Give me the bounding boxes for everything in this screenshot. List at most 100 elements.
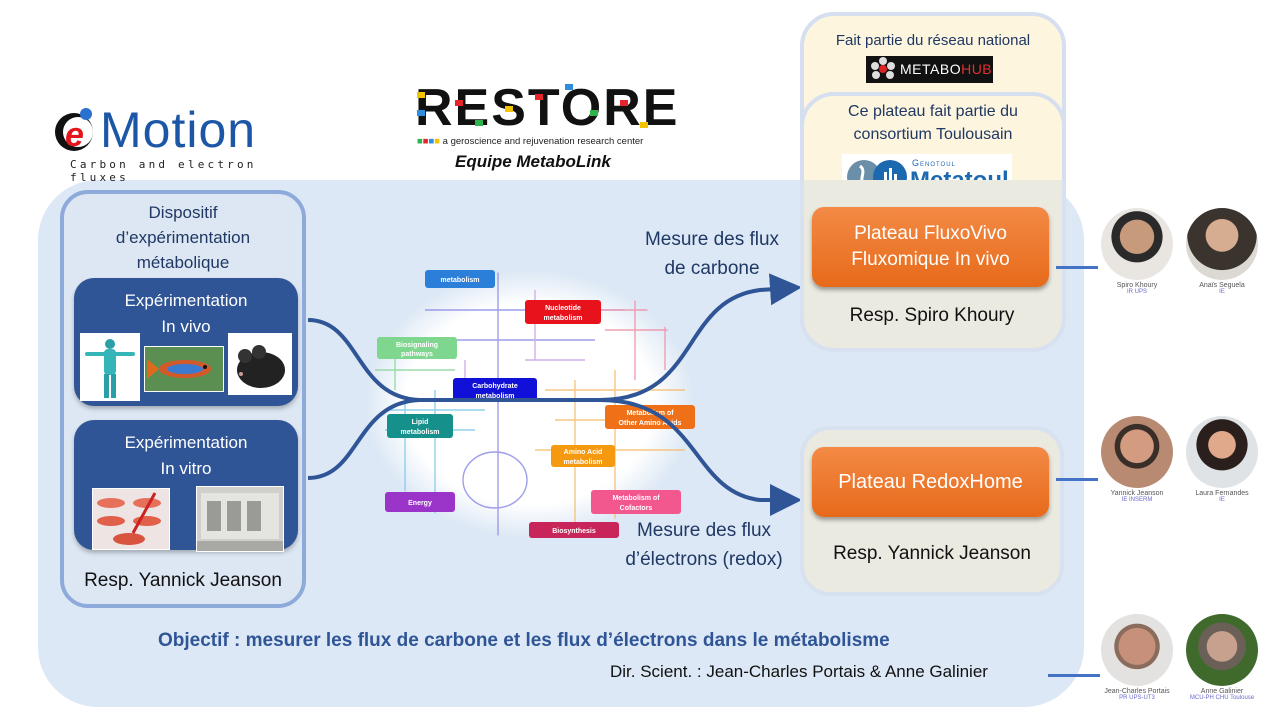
- fluxovivo-team-connector: [1056, 266, 1098, 269]
- map-label-amino-acid: Amino Acid metabolism: [551, 445, 615, 467]
- experimentation-panel: Dispositif d’expérimentation métabolique…: [60, 190, 306, 608]
- fluxovivo-plateau-button[interactable]: Plateau FluxoVivo Fluxomique In vivo: [812, 207, 1049, 287]
- consortium-title: Ce plateau fait partie du consortium Tou…: [804, 100, 1062, 146]
- metabohub-logo: METABOHUB: [866, 56, 993, 83]
- title-line-1: Dispositif: [148, 203, 218, 222]
- petri-dishes-image: [92, 488, 170, 550]
- scientific-directors: Dir. Scient. : Jean-Charles Portais & An…: [610, 662, 988, 681]
- metabohub-flower-icon: [871, 57, 895, 79]
- metabohub-wordmark: METABOHUB: [900, 61, 993, 77]
- person-card: Laura Fernandes IE: [1184, 416, 1260, 503]
- experimentation-responsible: Resp. Yannick Jeanson: [84, 570, 282, 591]
- avatar: [1101, 614, 1173, 686]
- person-role: IE: [1219, 497, 1225, 503]
- restore-tagline: ■■■■ a geroscience and rejuvenation rese…: [417, 136, 644, 147]
- in-vivo-line-2: In vivo: [161, 317, 211, 336]
- restore-wordmark: RESTORE: [415, 79, 680, 137]
- person-role: IR UPS: [1126, 289, 1147, 295]
- person-role: IE INSERM: [1121, 497, 1153, 503]
- person-name: Jean-Charles Portais: [1104, 688, 1170, 695]
- person-name: Yannick Jeanson: [1110, 490, 1164, 497]
- in-vivo-box: Expérimentation In vivo: [74, 278, 298, 406]
- avatar: [1101, 208, 1173, 280]
- map-label-glycan: metabolism: [425, 270, 495, 288]
- svg-text:metabolism: metabolism: [476, 393, 515, 400]
- person-card: Jean-Charles Portais PR UPS-UT3: [1099, 614, 1175, 701]
- person-card: Spiro Khoury IR UPS: [1099, 208, 1175, 295]
- in-vitro-line-2: In vitro: [160, 459, 212, 478]
- redoxhome-plateau-button[interactable]: Plateau RedoxHome: [812, 447, 1049, 517]
- redoxhome-team-connector: [1056, 478, 1098, 481]
- map-label-biosynthesis: Biosynthesis: [529, 522, 619, 538]
- emotion-logo: e Motion Carbon and electron fluxes: [52, 100, 302, 184]
- restore-tagline-text: a geroscience and rejuvenation research …: [442, 136, 644, 147]
- person-name: Anne Galinier: [1200, 688, 1244, 695]
- avatar: [1186, 208, 1258, 280]
- person-name: Spiro Khoury: [1116, 282, 1158, 289]
- in-vivo-line-1: Expérimentation: [124, 291, 248, 310]
- in-vitro-title: Expérimentation In vitro: [74, 430, 298, 482]
- restore-logo: RESTORE ■■■■ a geroscience and rejuvenat…: [415, 80, 677, 175]
- electron-flux-label: Mesure des flux d’électrons (redox): [606, 516, 802, 574]
- in-vitro-line-1: Expérimentation: [124, 433, 248, 452]
- avatar: [1101, 416, 1173, 488]
- person-card: Anne Galinier MCU-PH CHU Toulouse: [1184, 614, 1260, 701]
- redoxhome-responsible: Resp. Yannick Jeanson: [833, 543, 1031, 564]
- carbon-flux-line-2: de carbone: [664, 258, 760, 279]
- map-label-energy: Energy: [385, 492, 455, 512]
- killifish-image: [144, 346, 224, 392]
- svg-text:e: e: [65, 116, 84, 152]
- emotion-tagline: Carbon and electron fluxes: [70, 158, 257, 184]
- person-name: Anaïs Seguela: [1199, 282, 1245, 289]
- emotion-mark-icon: e: [55, 108, 93, 152]
- experimentation-panel-title: Dispositif d’expérimentation métabolique: [64, 200, 302, 275]
- carbon-flux-label: Mesure des flux de carbone: [628, 225, 796, 283]
- electron-flux-line-1: Mesure des flux: [636, 520, 772, 541]
- svg-text:Nucleotide: Nucleotide: [545, 305, 581, 312]
- svg-text:Biosynthesis: Biosynthesis: [552, 528, 596, 535]
- title-line-3: métabolique: [136, 253, 230, 272]
- svg-text:metabolism: metabolism: [564, 459, 603, 466]
- person-role: MCU-PH CHU Toulouse: [1189, 695, 1255, 701]
- person-role: IE: [1219, 289, 1225, 295]
- in-vitro-box: Expérimentation In vitro: [74, 420, 298, 552]
- carbon-flux-line-1: Mesure des flux: [644, 229, 780, 250]
- fluxovivo-line-2: Fluxomique In vivo: [851, 249, 1010, 270]
- electron-flux-line-2: d’électrons (redox): [625, 549, 783, 570]
- svg-text:metabolism: metabolism: [401, 429, 440, 436]
- consortium-title-line-1: Ce plateau fait partie du: [848, 103, 1018, 120]
- avatar: [1186, 416, 1258, 488]
- svg-text:pathways: pathways: [401, 351, 433, 358]
- svg-text:Other Amino Acids: Other Amino Acids: [619, 420, 682, 427]
- person-name: Laura Fernandes: [1195, 490, 1249, 497]
- svg-text:metabolism: metabolism: [441, 277, 480, 284]
- map-label-nucleotide: Nucleotide metabolism: [525, 300, 601, 324]
- mouse-image: [228, 333, 292, 395]
- svg-text:Cofactors: Cofactors: [620, 505, 653, 512]
- svg-text:Biosignaling: Biosignaling: [396, 342, 438, 349]
- glove-box-image: [196, 486, 284, 552]
- person-role: PR UPS-UT3: [1119, 695, 1155, 701]
- in-vivo-title: Expérimentation In vivo: [74, 288, 298, 340]
- consortium-title-line-2: consortium Toulousain: [853, 126, 1013, 143]
- team-name: Equipe MetaboLink: [455, 152, 611, 171]
- svg-text:Energy: Energy: [408, 500, 432, 507]
- person-card: Yannick Jeanson IE INSERM: [1099, 416, 1175, 503]
- svg-text:metabolism: metabolism: [544, 315, 583, 322]
- emotion-wordmark: Motion: [100, 102, 257, 158]
- svg-text:Amino Acid: Amino Acid: [564, 449, 603, 456]
- metatoul-top-text: Genotoul: [912, 158, 956, 168]
- svg-text:Carbohydrate: Carbohydrate: [472, 383, 518, 390]
- objective-statement: Objectif : mesurer les flux de carbone e…: [158, 630, 890, 651]
- avatar: [1186, 614, 1258, 686]
- title-line-2: d’expérimentation: [115, 228, 251, 247]
- svg-text:Metabolism of: Metabolism of: [626, 410, 674, 417]
- direction-team-connector: [1048, 674, 1100, 677]
- fluxovivo-line-1: Plateau FluxoVivo: [854, 223, 1007, 244]
- national-network-title: Fait partie du réseau national: [835, 32, 1031, 49]
- metabolic-map-image: Nucleotide metabolism Biosignaling pathway…: [365, 270, 695, 538]
- human-body-image: [80, 333, 140, 401]
- fluxovivo-responsible: Resp. Spiro Khoury: [849, 305, 1015, 326]
